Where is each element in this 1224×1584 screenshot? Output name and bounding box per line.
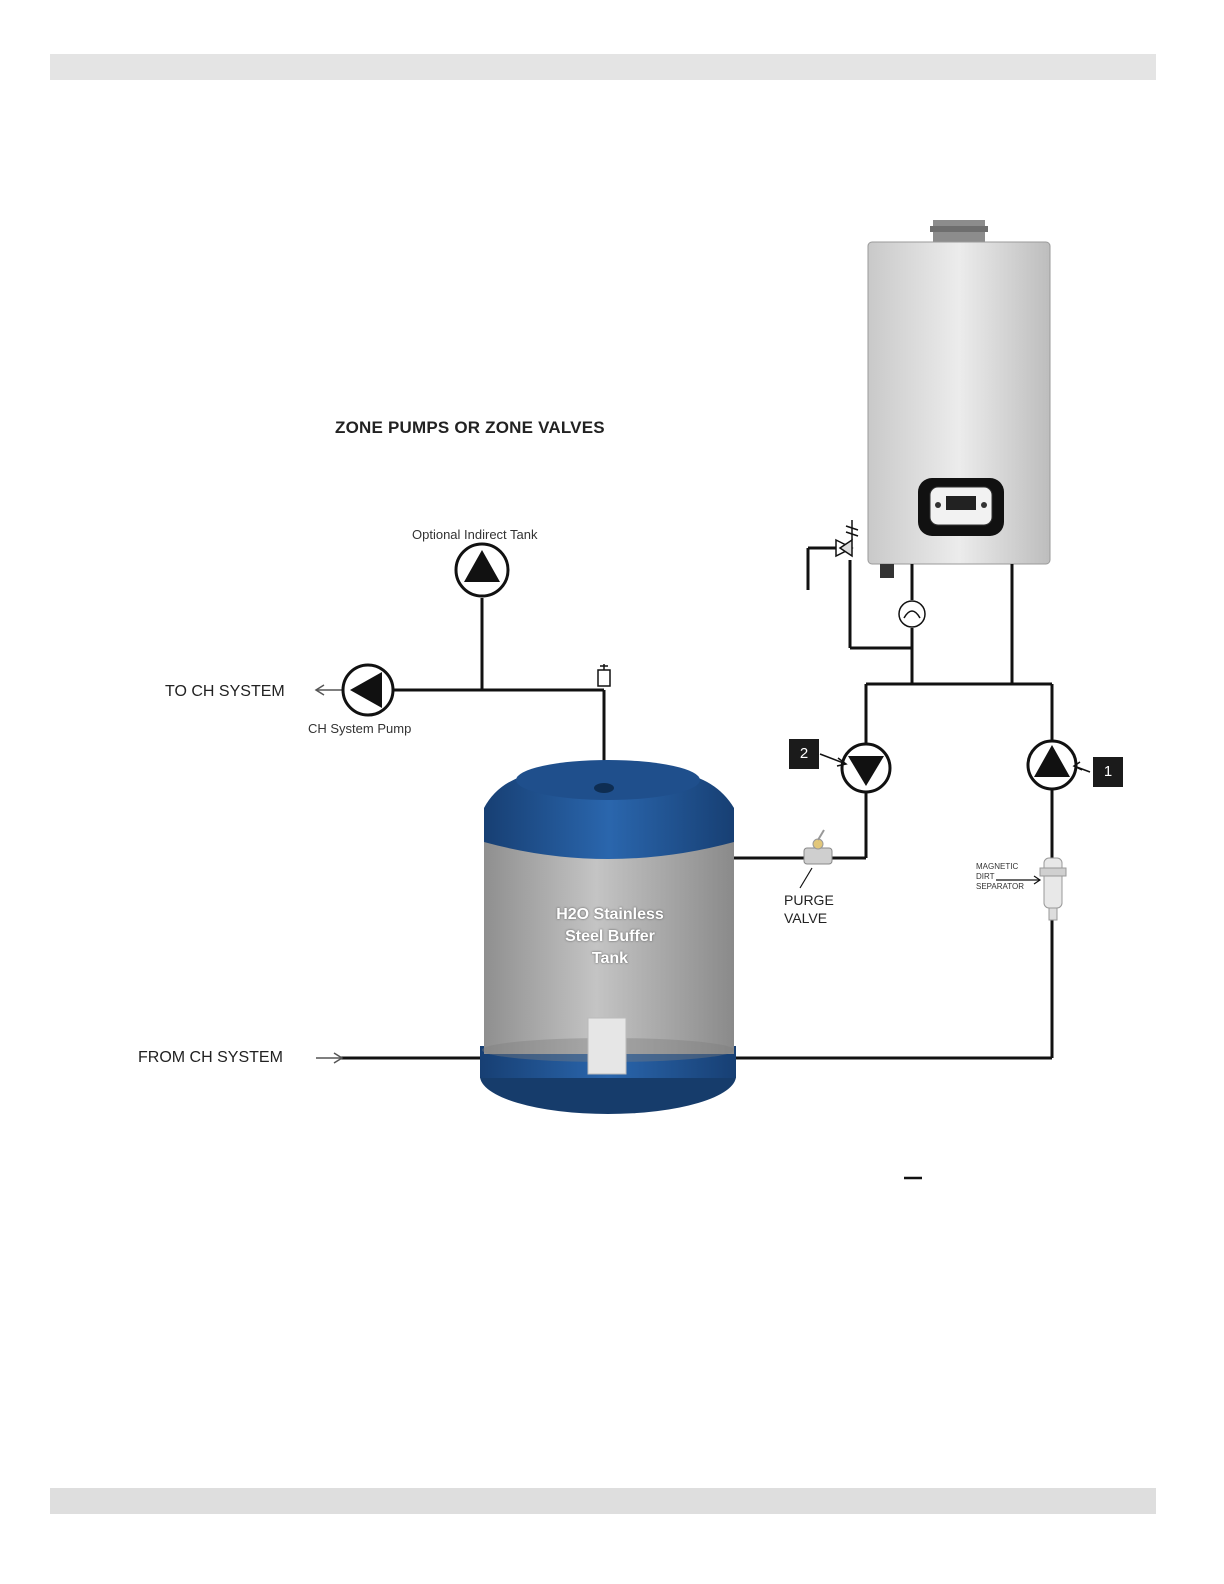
optional-indirect-tank-label: Optional Indirect Tank <box>412 527 538 542</box>
dirt-separator-label-line2: DIRT <box>976 872 1024 882</box>
dirt-separator-label: MAGNETIC DIRT SEPARATOR <box>976 862 1024 892</box>
pump-icon <box>343 665 393 715</box>
tank-label-line3: Tank <box>520 948 700 970</box>
purge-valve-label: PURGE VALVE <box>784 891 834 927</box>
dirt-separator-icon <box>1040 858 1066 920</box>
tank-label: H2O Stainless Steel Buffer Tank <box>520 904 700 970</box>
purge-valve-label-line1: PURGE <box>784 891 834 909</box>
pump-badge-1: 1 <box>1093 757 1123 787</box>
dirt-separator-label-line1: MAGNETIC <box>976 862 1024 872</box>
check-valve-icon <box>899 601 925 627</box>
flow-arrows <box>316 685 342 1063</box>
pump-badge-2: 2 <box>789 739 819 769</box>
diagram-heading: ZONE PUMPS OR ZONE VALVES <box>335 418 605 438</box>
boiler-icon <box>868 220 1050 578</box>
pump-icon <box>1028 741 1076 789</box>
pump-icon <box>842 744 890 792</box>
purge-valve-label-line2: VALVE <box>784 909 834 927</box>
purge-valve-icon <box>804 830 832 864</box>
dirt-separator-label-line3: SEPARATOR <box>976 882 1024 892</box>
to-ch-system-label: TO CH SYSTEM <box>165 683 285 701</box>
pump-icon <box>456 544 508 596</box>
relief-valve-icon <box>836 520 858 556</box>
ch-system-pump-label: CH System Pump <box>308 721 411 736</box>
from-ch-system-label: FROM CH SYSTEM <box>138 1049 283 1067</box>
tank-label-line1: H2O Stainless <box>520 904 700 926</box>
tank-label-line2: Steel Buffer <box>520 926 700 948</box>
air-vent-icon <box>598 664 610 686</box>
